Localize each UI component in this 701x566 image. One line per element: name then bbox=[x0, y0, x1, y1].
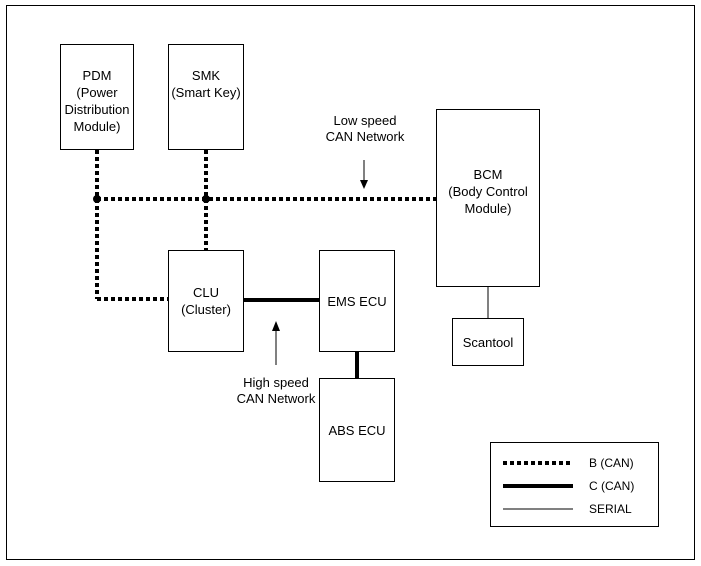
abs-ecu-name: ABS ECU bbox=[328, 422, 386, 438]
smk-box: SMK (Smart Key) bbox=[168, 44, 244, 150]
pdm-desc-1: (Power bbox=[76, 85, 118, 100]
pdm-desc-2: Distribution bbox=[64, 102, 130, 117]
legend-item-b-can: B (CAN) bbox=[491, 453, 658, 473]
legend: B (CAN) C (CAN) SERIAL bbox=[490, 442, 659, 527]
legend-item-serial: SERIAL bbox=[491, 499, 658, 519]
bcm-name: BCM bbox=[473, 167, 503, 182]
legend-item-serial-label: SERIAL bbox=[589, 502, 632, 516]
scantool-box: Scantool bbox=[452, 318, 524, 366]
abs-ecu-box: ABS ECU bbox=[319, 378, 395, 482]
high-speed-can-label-line-1: High speed bbox=[243, 375, 309, 390]
pdm-desc-3: Module) bbox=[73, 119, 121, 134]
legend-dotted-line-swatch bbox=[503, 461, 573, 465]
ems-ecu-box: EMS ECU bbox=[319, 250, 395, 352]
bcm-desc-1: (Body Control bbox=[448, 184, 528, 199]
clu-name: CLU bbox=[192, 285, 219, 300]
low-speed-can-label: Low speed CAN Network bbox=[315, 113, 415, 145]
pdm-name: PDM bbox=[82, 68, 112, 83]
low-speed-can-label-line-2: CAN Network bbox=[325, 129, 405, 144]
smk-desc: (Smart Key) bbox=[171, 85, 241, 100]
clu-desc: (Cluster) bbox=[181, 302, 231, 317]
high-speed-can-label-line-2: CAN Network bbox=[236, 391, 316, 406]
legend-thin-line-swatch bbox=[503, 508, 573, 510]
legend-item-c-can-label: C (CAN) bbox=[589, 479, 635, 493]
smk-name: SMK bbox=[191, 68, 221, 83]
pdm-box: PDM (Power Distribution Module) bbox=[60, 44, 134, 150]
smk-junction-dot bbox=[202, 195, 210, 203]
scantool-name: Scantool bbox=[462, 334, 514, 350]
bcm-box: BCM (Body Control Module) bbox=[436, 109, 540, 287]
clu-box: CLU (Cluster) bbox=[168, 250, 244, 352]
bcm-desc-2: Module) bbox=[464, 201, 512, 216]
ems-ecu-name: EMS ECU bbox=[327, 293, 387, 309]
high-speed-arrow-head bbox=[272, 321, 280, 331]
legend-item-c-can: C (CAN) bbox=[491, 476, 658, 496]
low-speed-can-label-line-1: Low speed bbox=[333, 113, 397, 128]
high-speed-can-label: High speed CAN Network bbox=[226, 375, 326, 407]
legend-item-b-can-label: B (CAN) bbox=[589, 456, 634, 470]
diagram-frame bbox=[6, 5, 695, 560]
low-speed-arrow-head bbox=[360, 180, 368, 189]
legend-thick-line-swatch bbox=[503, 484, 573, 488]
pdm-junction-dot bbox=[93, 195, 101, 203]
